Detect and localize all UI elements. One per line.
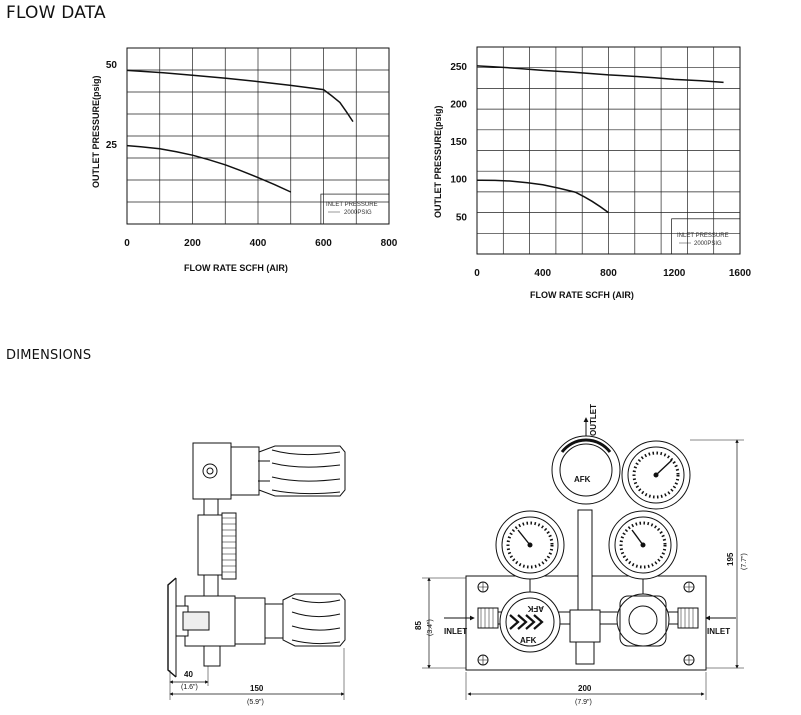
chart-right: OUTLET PRESSURE(psig) FLOW RATE SCFH (AI… — [433, 46, 752, 300]
chart-right-series-2-line — [476, 179, 609, 214]
chart-right-y-tick-label: 200 — [450, 99, 467, 110]
front-inlet-left-threads — [480, 608, 494, 628]
chart-right-y-tick-label: 250 — [450, 62, 467, 73]
side-gauge-knurl — [221, 512, 237, 580]
outlet-label: OUTLET — [589, 404, 598, 436]
dim-150-label: 150 — [250, 684, 264, 693]
gauge-top-right — [621, 440, 691, 510]
dim-200-label: 200 — [578, 684, 592, 693]
chart-right-y-tick-label: 50 — [456, 212, 468, 223]
mounting-holes — [477, 581, 695, 666]
chart-left-y-tick-label: 50 — [106, 60, 118, 71]
side-top-knob — [258, 445, 346, 497]
inlet-right-label: INLET — [707, 627, 730, 636]
dim-85-inch: (3.4") — [427, 619, 434, 636]
side-bottom-nut — [264, 603, 284, 639]
front-right-body — [616, 593, 670, 647]
chart-left-x-tick-label: 200 — [184, 238, 201, 249]
side-bottom-knob-grips — [291, 597, 341, 645]
flow-data-heading: FLOW DATA — [6, 3, 106, 23]
side-top-bonnet — [230, 446, 260, 496]
side-top-knob-grips — [271, 449, 341, 495]
front-center-outlet — [575, 641, 595, 665]
chart-right-x-tick-label: 400 — [534, 268, 551, 279]
chart-left-ylabel: OUTLET PRESSURE(psig) — [91, 75, 101, 188]
front-center-valve — [569, 609, 601, 643]
chart-right-x-tick-label: 1600 — [729, 268, 752, 279]
dim-85-label: 85 — [414, 621, 423, 630]
dimensions-heading: DIMENSIONS — [6, 348, 92, 363]
dim-195-label: 195 — [726, 552, 735, 566]
chart-right-legend-title: INLET PRESSURE — [677, 233, 729, 239]
dim-200-inch: (7.9") — [575, 699, 592, 706]
chart-right-y-tick-label: 150 — [450, 137, 467, 148]
chart-right-legend-box — [671, 218, 741, 255]
chart-left-legend-title: INLET PRESSURE — [326, 202, 378, 208]
brand-label-top: AFK — [574, 475, 591, 484]
chart-right-series-1-line — [476, 65, 724, 84]
chart-left: OUTLET PRESSURE(psig) FLOW RATE SCFH (AI… — [91, 47, 398, 273]
front-top-knob-band — [560, 438, 612, 453]
front-center-stem — [577, 509, 593, 611]
side-gauge-stem — [197, 514, 223, 576]
chart-left-y-tick-label: 25 — [106, 140, 118, 151]
chart-left-series-2-line — [126, 144, 292, 193]
gauge-right — [608, 510, 678, 580]
gauge-left — [495, 510, 565, 580]
side-inlet-stub — [203, 645, 221, 667]
chart-right-ylabel: OUTLET PRESSURE(psig) — [433, 105, 443, 218]
side-view — [167, 442, 346, 700]
brand-label-selector-top: AFK — [527, 604, 544, 613]
chart-left-x-tick-label: 800 — [381, 238, 398, 249]
dim-40-inch: (1.6") — [181, 684, 198, 691]
chart-left-xlabel: FLOW RATE SCFH (AIR) — [184, 263, 288, 273]
side-fitting-nut — [182, 611, 210, 631]
inlet-left-label: INLET — [444, 627, 467, 636]
chart-right-legend-entry: 2000PSIG — [694, 241, 722, 247]
chart-left-series-1-line — [126, 69, 354, 123]
dim-40-label: 40 — [184, 670, 193, 679]
chart-right-xlabel: FLOW RATE SCFH (AIR) — [530, 290, 634, 300]
chart-left-x-tick-label: 0 — [124, 238, 130, 249]
front-inlet-right-threads — [680, 608, 694, 628]
chart-left-legend-box — [320, 193, 390, 225]
chart-right-x-tick-label: 1200 — [663, 268, 686, 279]
front-selector-arrows — [509, 614, 544, 630]
front-right-body-outline — [619, 595, 667, 647]
chart-left-x-tick-label: 600 — [315, 238, 332, 249]
side-top-body — [192, 442, 232, 500]
front-view — [422, 417, 744, 700]
dim-195-inch: (7.7") — [741, 553, 748, 570]
brand-label-selector-bottom: AFK — [520, 636, 537, 645]
chart-right-x-tick-label: 0 — [474, 268, 480, 279]
side-gauge-knurl-lines — [222, 517, 236, 573]
chart-right-x-tick-label: 800 — [600, 268, 617, 279]
chart-right-y-tick-label: 100 — [450, 175, 467, 186]
chart-left-legend-entry: 2000PSIG — [344, 210, 372, 216]
side-panel-bracket — [167, 577, 177, 678]
front-top-knob — [551, 435, 621, 505]
flow-charts: OUTLET PRESSURE(psig) FLOW RATE SCFH (AI… — [91, 46, 752, 300]
dim-150-inch: (5.9") — [247, 699, 264, 706]
side-top-port-inner — [206, 467, 214, 475]
chart-left-x-tick-label: 400 — [250, 238, 267, 249]
side-bottom-bonnet — [234, 597, 266, 645]
side-top-port — [202, 463, 218, 479]
side-bottom-knob — [282, 593, 346, 647]
